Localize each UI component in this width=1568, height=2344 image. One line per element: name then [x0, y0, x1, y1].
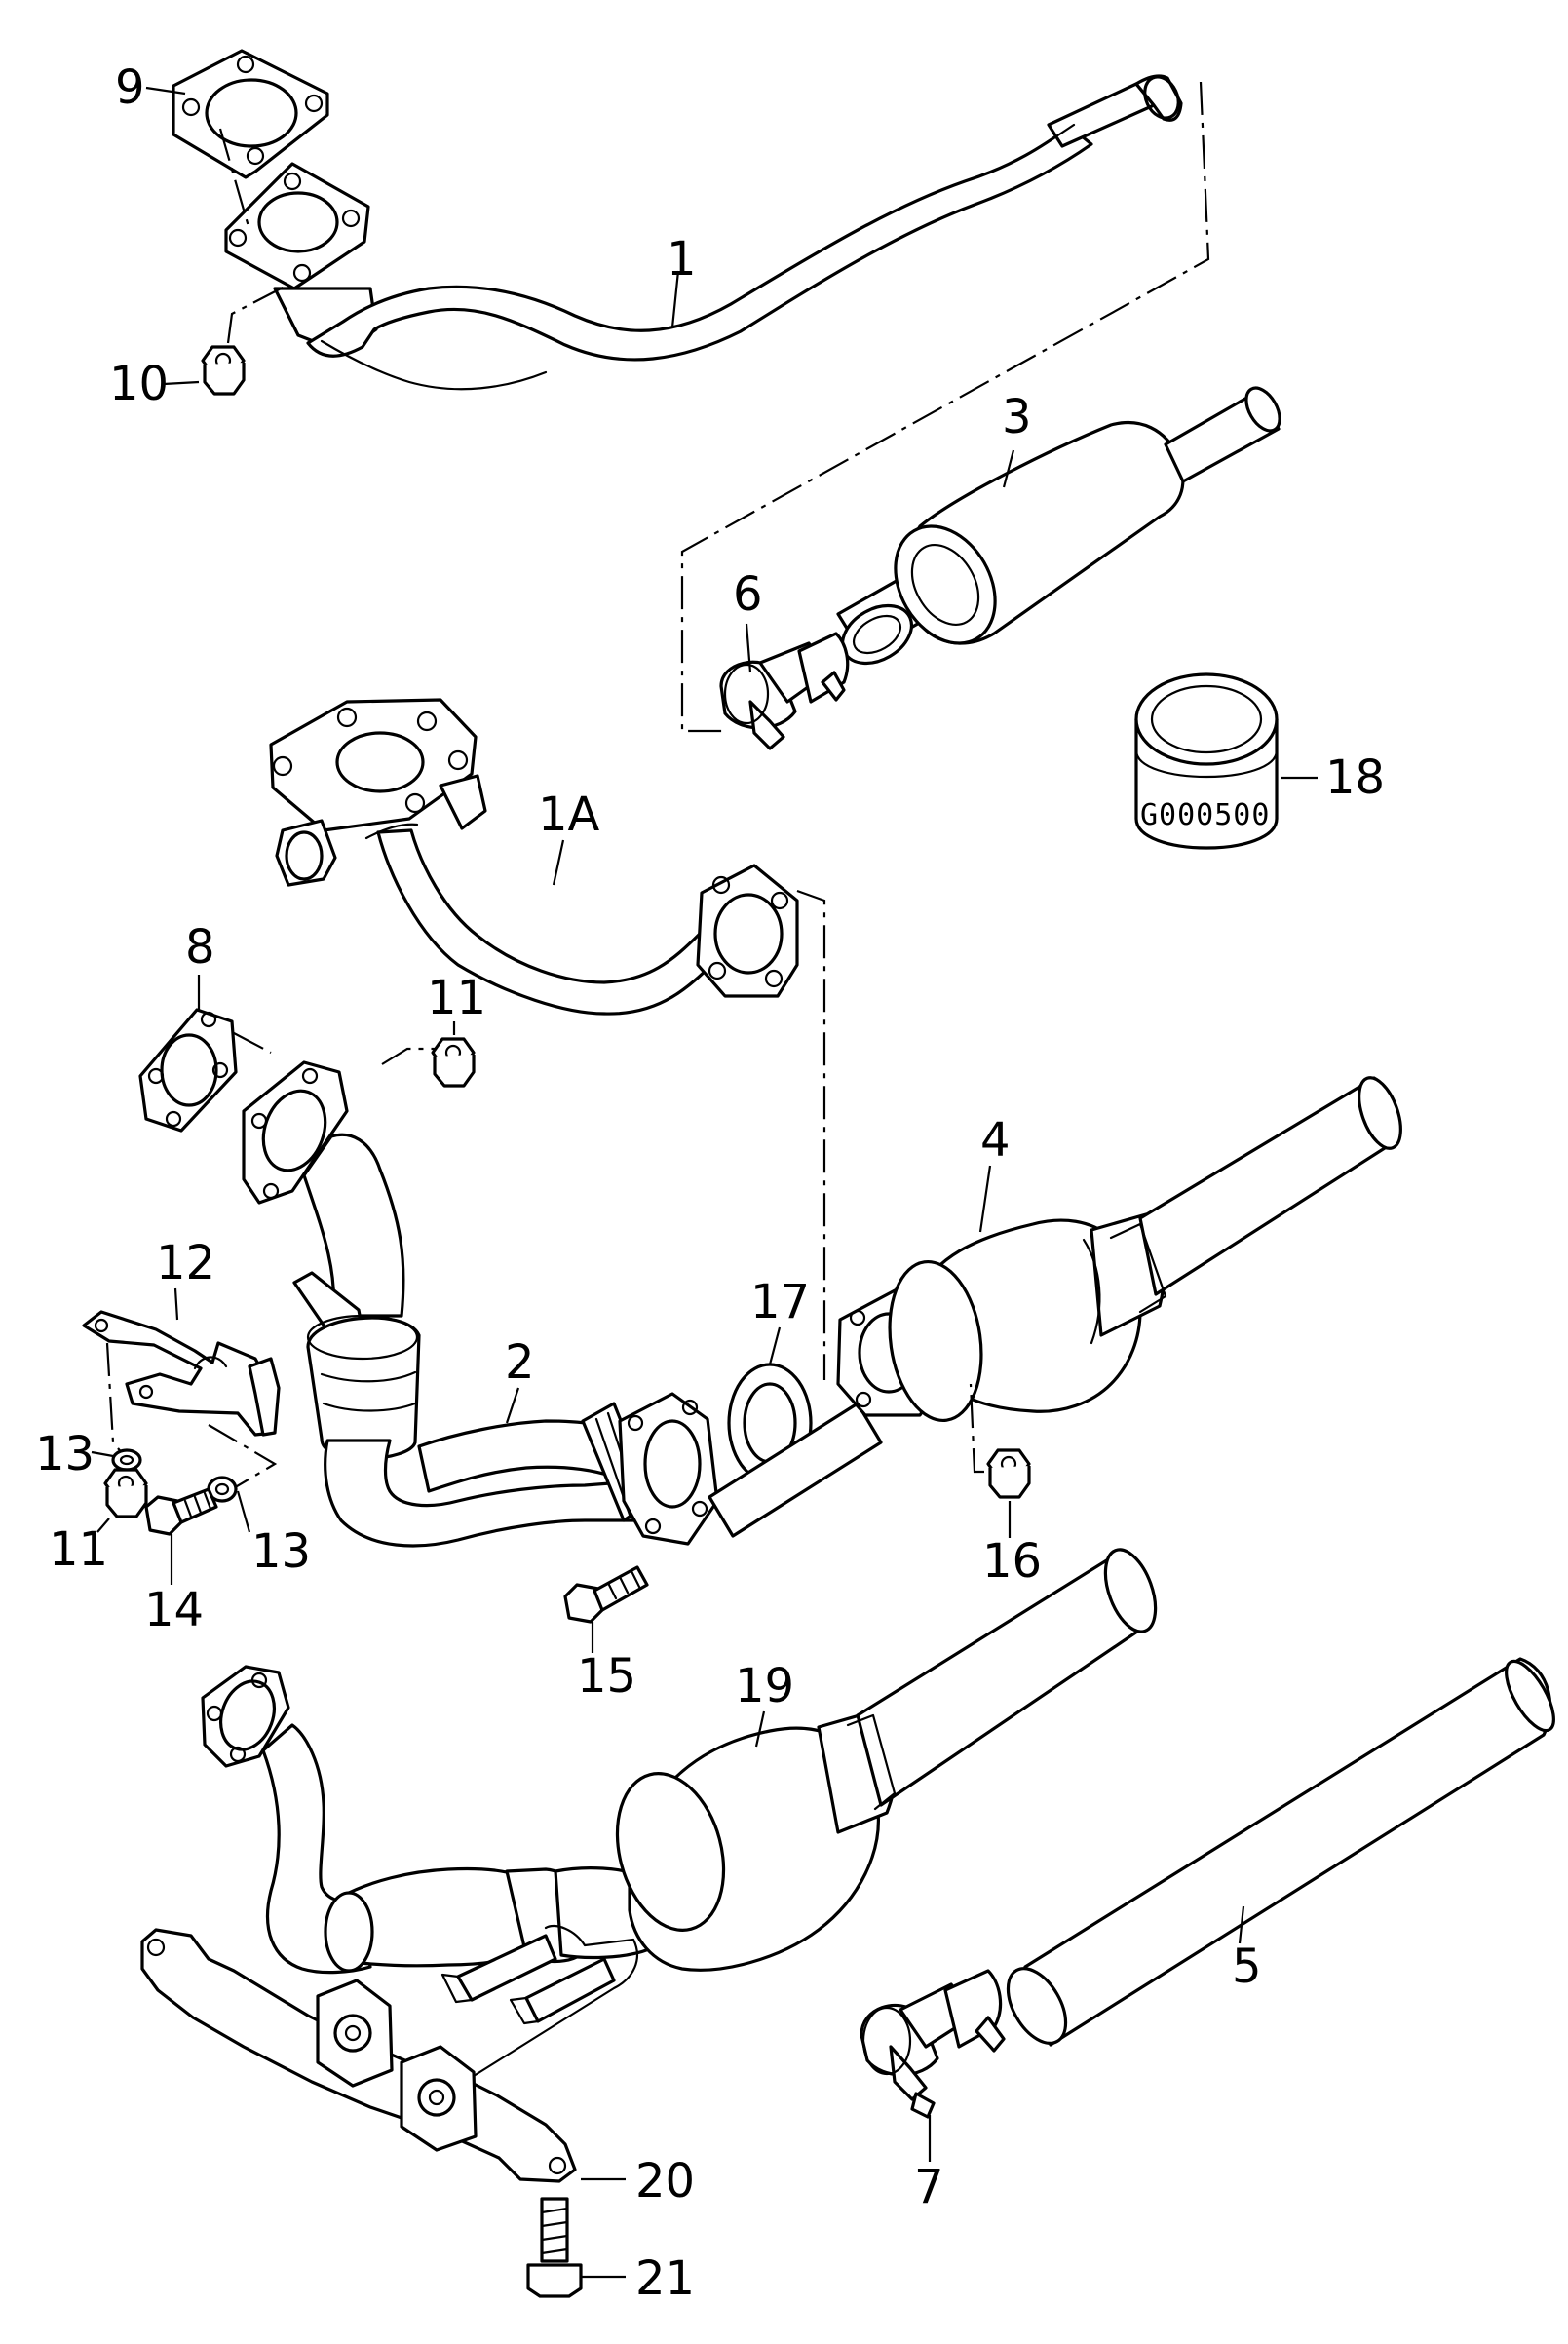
label-1: 1	[667, 232, 697, 287]
part-2-front-pipe	[242, 1060, 719, 1548]
label-11-upper: 11	[427, 971, 486, 1025]
leader-lines	[91, 86, 1318, 2279]
part-9-gasket	[172, 49, 329, 179]
label-10: 10	[109, 357, 169, 411]
label-15: 15	[577, 1649, 636, 1704]
leader-16-to-4	[969, 1383, 984, 1474]
part-10-nut	[201, 345, 246, 396]
label-1a: 1A	[538, 788, 600, 842]
label-4: 4	[980, 1113, 1011, 1168]
leader-10-to-1	[226, 284, 289, 344]
label-13-right: 13	[251, 1524, 311, 1579]
label-20: 20	[635, 2154, 695, 2209]
part-20-support	[140, 1924, 638, 2183]
label-7: 7	[914, 2160, 944, 2214]
part-3-silencer	[836, 386, 1281, 666]
label-21: 21	[635, 2251, 695, 2306]
label-18: 18	[1325, 750, 1385, 805]
part-labels: 9 1 10 3 6 18 1A 8 11 4 12 17 2 13 11 13…	[35, 60, 1385, 2306]
leader-9-to-1	[218, 128, 251, 231]
part-5-pipe	[1006, 1657, 1555, 2047]
part-19-pipe-with-converter	[201, 1548, 1158, 1975]
part-18-stamp: G000500	[1140, 798, 1270, 832]
label-16: 16	[982, 1534, 1042, 1589]
part-4-catalytic-converter	[708, 1076, 1402, 1538]
label-8: 8	[185, 920, 215, 975]
label-14: 14	[144, 1583, 204, 1637]
part-16-nut	[986, 1448, 1031, 1499]
part-18-sleeve: G000500	[1134, 672, 1279, 850]
part-12-bracket	[82, 1310, 281, 1437]
part-21-bolt	[526, 2197, 583, 2298]
part-7-clamp	[860, 1969, 1006, 2119]
part-8-gasket	[138, 1008, 238, 1133]
label-17: 17	[750, 1275, 810, 1329]
label-6: 6	[733, 567, 763, 622]
part-6-clamp	[719, 632, 850, 750]
label-3: 3	[1002, 390, 1032, 444]
part-11-nut-lower	[103, 1468, 148, 1518]
leader-8-to-2	[233, 1032, 444, 1065]
part-15-bolt	[563, 1565, 649, 1624]
part-1-front-pipe	[224, 74, 1183, 391]
label-5: 5	[1232, 1940, 1262, 1994]
leader-1a-to-17	[796, 889, 826, 1380]
part-13-washer-left	[111, 1448, 142, 1472]
part-1a-front-pipe	[269, 698, 799, 1016]
part-11-nut-upper	[431, 1037, 476, 1088]
label-13-left: 13	[35, 1427, 95, 1481]
label-12: 12	[156, 1236, 215, 1290]
leader-bracket-1-3	[680, 81, 1210, 733]
label-9: 9	[115, 60, 145, 115]
label-2: 2	[505, 1335, 535, 1390]
part-14-bolt	[144, 1487, 218, 1536]
label-19: 19	[735, 1659, 794, 1713]
label-11-lower: 11	[49, 1522, 108, 1577]
